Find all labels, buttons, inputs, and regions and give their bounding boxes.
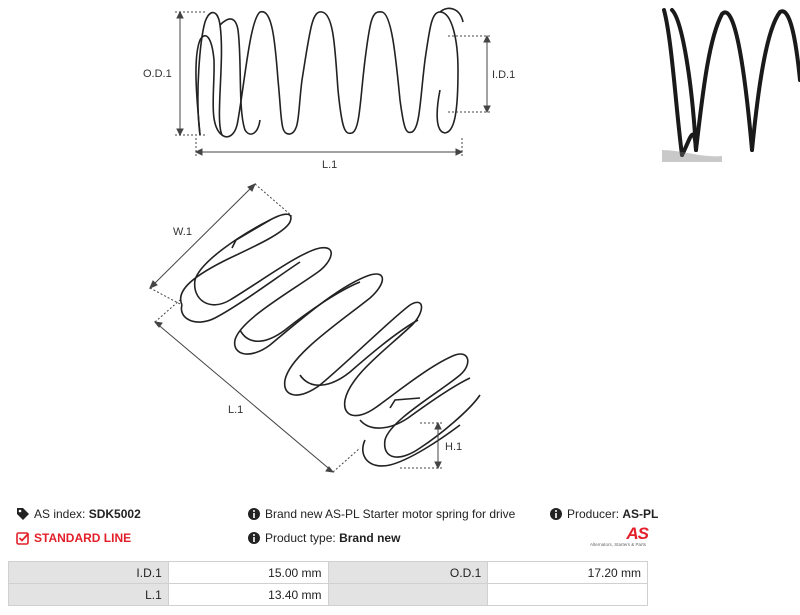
description: Brand new AS-PL Starter motor spring for… bbox=[247, 506, 515, 522]
producer: Producer: AS-PL bbox=[549, 506, 658, 522]
as-index-value: SDK5002 bbox=[88, 507, 141, 521]
spring-technical-drawing: O.D.1 I.D.1 L.1 W.1 L.1 H.1 bbox=[143, 7, 515, 473]
spec-value: 17.20 mm bbox=[487, 561, 648, 584]
tag-icon bbox=[17, 508, 29, 520]
spec-label: I.D.1 bbox=[8, 561, 169, 584]
logo-mark: AS bbox=[626, 524, 649, 543]
table-row: I.D.1 15.00 mm O.D.1 17.20 mm bbox=[8, 561, 648, 584]
spec-value: 13.40 mm bbox=[167, 583, 329, 606]
spec-value bbox=[487, 583, 648, 606]
as-index: AS index: SDK5002 bbox=[16, 506, 141, 522]
bottom-spring-drawing bbox=[179, 213, 481, 467]
producer-label: Producer: bbox=[567, 507, 620, 521]
product-type-label: Product type: bbox=[265, 531, 336, 545]
spec-label: O.D.1 bbox=[327, 561, 489, 584]
standard-line-label: STANDARD LINE bbox=[34, 531, 132, 545]
spec-value: 15.00 mm bbox=[167, 561, 329, 584]
as-pl-logo: AS Alternators, Starters & Parts bbox=[590, 524, 649, 554]
product-type-value: Brand new bbox=[339, 531, 401, 545]
info-icon bbox=[550, 508, 562, 520]
info-icon bbox=[248, 508, 260, 520]
info-icon bbox=[248, 532, 260, 544]
top-dimension-lines bbox=[175, 10, 491, 157]
height-label: H.1 bbox=[445, 441, 462, 453]
as-index-label: AS index: bbox=[34, 507, 86, 521]
id-label: I.D.1 bbox=[492, 69, 515, 81]
logo-tagline: Alternators, Starters & Parts bbox=[590, 542, 647, 547]
bottom-dimension-lines bbox=[149, 183, 442, 473]
od-label: O.D.1 bbox=[143, 68, 172, 80]
top-spring-drawing bbox=[195, 7, 464, 138]
bottom-length-label: L.1 bbox=[228, 404, 243, 416]
checkbox-icon bbox=[16, 532, 30, 545]
table-row: L.1 13.40 mm bbox=[8, 583, 648, 606]
spec-label: L.1 bbox=[8, 583, 169, 606]
specs-table: I.D.1 15.00 mm O.D.1 17.20 mm L.1 13.40 … bbox=[8, 561, 648, 606]
spec-label bbox=[327, 583, 489, 606]
producer-value: AS-PL bbox=[622, 507, 659, 521]
product-type: Product type: Brand new bbox=[247, 530, 400, 546]
top-length-label: L.1 bbox=[322, 159, 337, 171]
spring-photo bbox=[662, 0, 800, 162]
width-label: W.1 bbox=[173, 226, 192, 238]
description-text: Brand new AS-PL Starter motor spring for… bbox=[265, 507, 516, 521]
standard-line: STANDARD LINE bbox=[16, 530, 131, 546]
